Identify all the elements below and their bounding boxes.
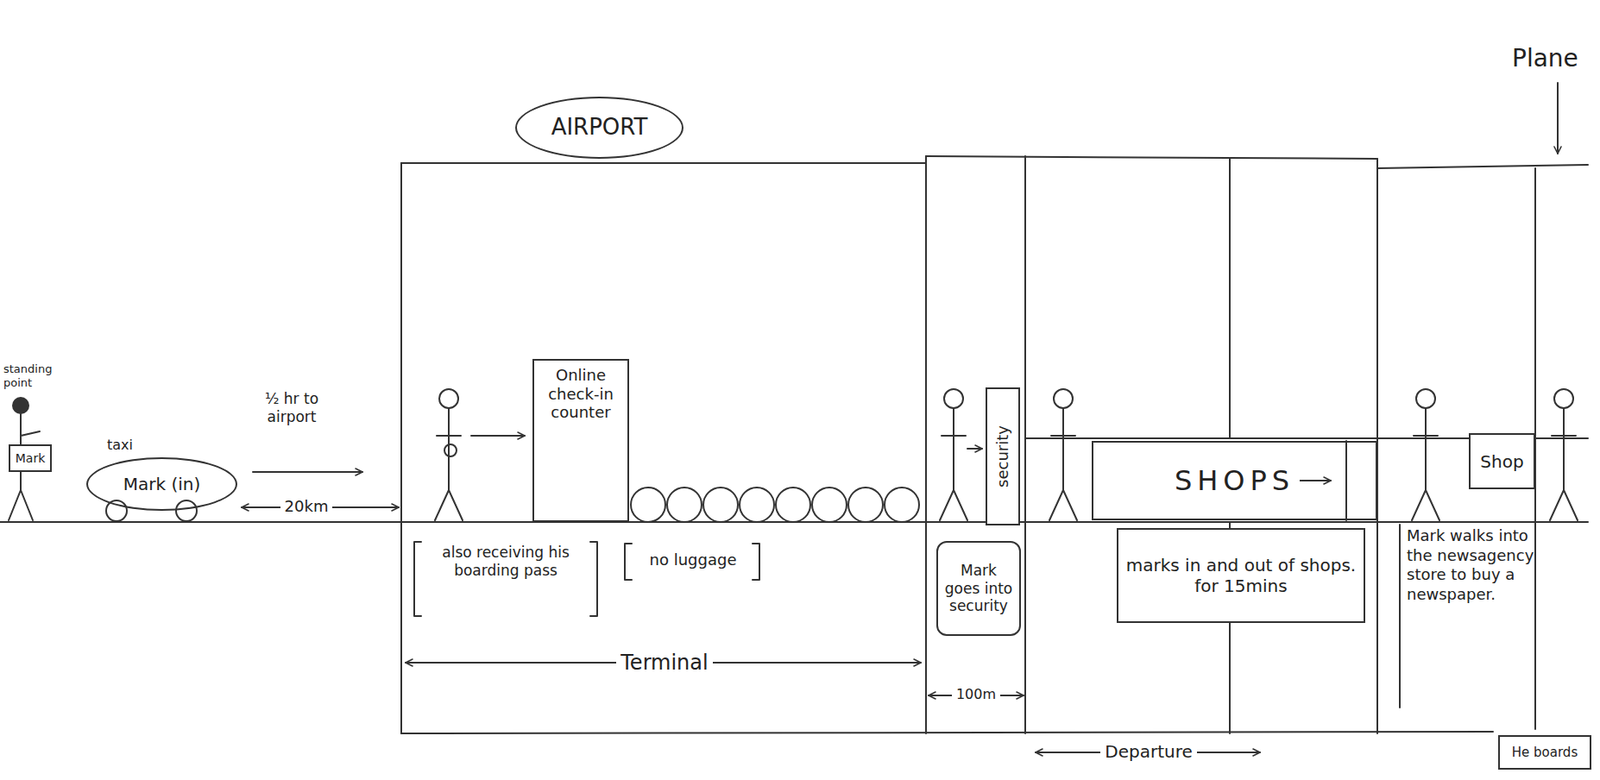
title-oval: AIRPORT xyxy=(515,96,684,159)
luggage xyxy=(739,487,775,523)
note-label-text: Mark walks into the newsagency store to … xyxy=(1406,526,1534,604)
building-roof xyxy=(401,156,1588,169)
stick-figure xyxy=(1549,389,1578,521)
dimension-label: 20km xyxy=(274,497,339,517)
travel-arrow xyxy=(252,471,363,473)
note-box: He boards xyxy=(1498,735,1592,770)
taxi-oval: Mark (in)taxi xyxy=(86,457,238,511)
walk-arrow xyxy=(471,434,525,437)
figure-head xyxy=(1416,389,1436,409)
luggage xyxy=(812,487,847,523)
note-box: Mark goes into security xyxy=(936,541,1021,637)
text-holder: Mark xyxy=(12,451,49,467)
note-label: no luggage xyxy=(633,550,753,571)
box-text: AIRPORT xyxy=(551,113,649,141)
luggage xyxy=(667,487,702,523)
text-holder: marks in and out of shops. for 15mins xyxy=(1125,554,1357,597)
shop-divider xyxy=(1345,440,1348,521)
dimension-label: 100m xyxy=(945,686,1007,704)
figure-head xyxy=(1053,389,1073,409)
taxi-wheel xyxy=(106,500,127,522)
note-label: Mark walks into the newsagency store to … xyxy=(1406,526,1537,605)
box-text: Online check-in counter xyxy=(539,365,623,423)
luggage xyxy=(775,487,811,523)
dimension-label: Terminal xyxy=(593,649,736,676)
figure-head xyxy=(439,389,459,409)
stick-figure xyxy=(939,389,968,521)
building-walls xyxy=(401,156,1536,734)
note-line xyxy=(1398,524,1401,708)
shop-box: Shop xyxy=(1468,433,1536,490)
figure-body xyxy=(1049,408,1078,521)
box-text: marks in and out of shops. for 15mins xyxy=(1125,554,1357,597)
dimension-label-text: 20km xyxy=(280,497,334,516)
ground-line xyxy=(0,521,402,523)
place-label-text: standing point xyxy=(3,362,52,390)
box-text: Mark xyxy=(15,451,46,467)
dimension-label-text: Terminal xyxy=(616,650,712,675)
title-label-text: Plane xyxy=(1511,44,1579,73)
dimension-label-text: 100m xyxy=(951,686,1001,703)
counter-box: Online check-in counter xyxy=(532,359,630,523)
luggage xyxy=(848,487,883,523)
stick-figure xyxy=(434,389,463,521)
note-box: marks in and out of shops. for 15mins xyxy=(1116,528,1366,624)
bracket xyxy=(624,543,760,580)
travel-label: ½ hr to airport xyxy=(243,390,341,428)
text-holder: Shop xyxy=(1475,451,1529,473)
luggage xyxy=(703,487,738,523)
text-holder: Mark (in) xyxy=(93,473,231,495)
box-text: Mark (in) xyxy=(123,473,202,495)
text-holder: Mark goes into security xyxy=(942,561,1015,615)
text-holder: Online check-in counter xyxy=(539,365,623,423)
box-text: SHOPS xyxy=(1169,464,1300,498)
shops-arrow xyxy=(1297,479,1331,482)
title-label: Plane xyxy=(1511,43,1595,74)
taxi-wheel xyxy=(176,500,197,522)
place-label: standing point xyxy=(3,362,83,391)
dimension-label: Departure xyxy=(1083,741,1214,763)
box-text: security xyxy=(993,425,1013,488)
stick-figure xyxy=(1049,389,1078,521)
figure-head xyxy=(12,396,30,415)
box-text: Mark goes into security xyxy=(942,561,1015,615)
figure-body xyxy=(1549,408,1578,521)
plane-arrow xyxy=(1556,82,1559,154)
security-box: security xyxy=(985,387,1021,526)
heading-text: taxi xyxy=(107,436,133,454)
figure-body xyxy=(1411,408,1440,521)
text-holder: He boards xyxy=(1505,744,1585,761)
note-label-text: also receiving his boarding pass xyxy=(441,543,570,580)
box-text: Shop xyxy=(1480,451,1524,473)
luggage xyxy=(884,487,920,523)
note-label-text: no luggage xyxy=(649,550,738,569)
figure-body xyxy=(939,408,968,521)
shops-box: SHOPS xyxy=(1091,440,1378,521)
luggage xyxy=(630,487,666,523)
travel-label-text: ½ hr to airport xyxy=(264,390,319,426)
box-text: He boards xyxy=(1511,744,1578,761)
text-holder: SHOPS xyxy=(1098,464,1371,498)
luggage-belt xyxy=(630,487,920,523)
stick-figure xyxy=(1411,389,1440,521)
boarding-pass xyxy=(444,444,457,457)
walk-arrow xyxy=(967,447,983,450)
text-holder: AIRPORT xyxy=(523,113,675,141)
figure-body xyxy=(434,408,463,521)
note-label: also receiving his boarding pass xyxy=(424,543,587,581)
sign-box: Mark xyxy=(8,444,52,473)
dimension-label-text: Departure xyxy=(1100,741,1197,763)
figure-head xyxy=(944,389,964,409)
figure-head xyxy=(1554,389,1574,409)
bracket xyxy=(414,541,598,617)
